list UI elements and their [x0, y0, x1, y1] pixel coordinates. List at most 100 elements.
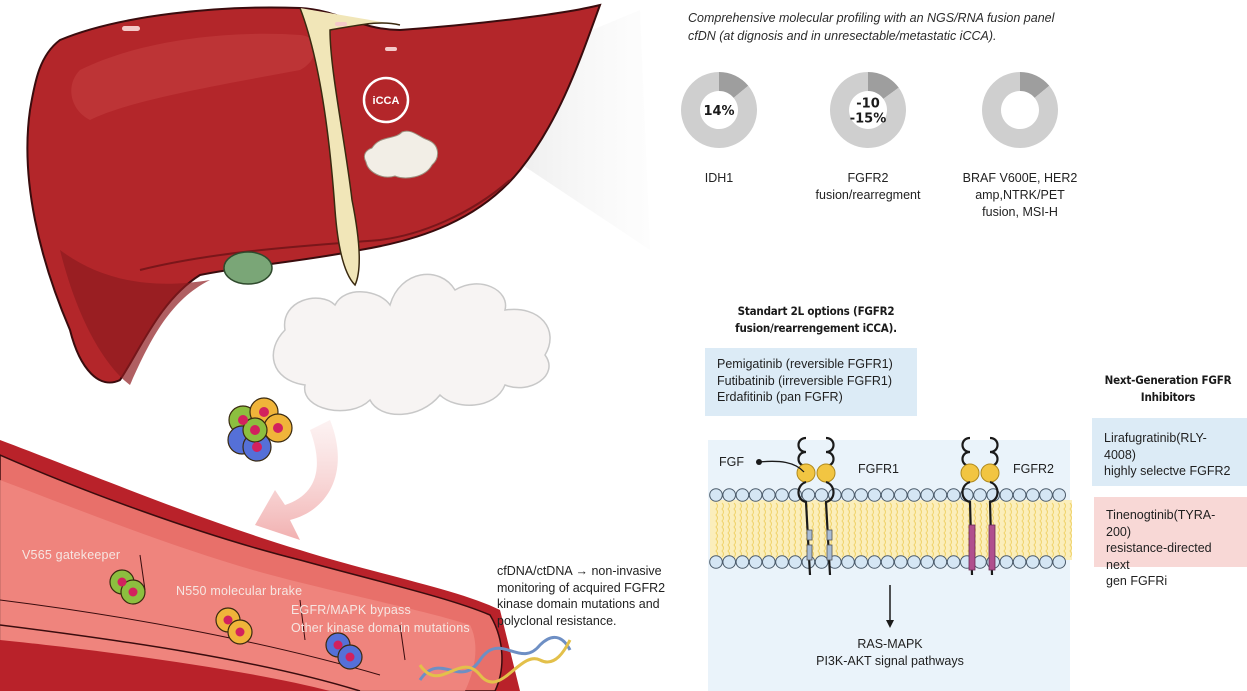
liver-illustration: iCCA: [26, 3, 602, 385]
donut-center-value: 14%: [703, 104, 734, 119]
phospholipid-head: [907, 488, 921, 502]
text-line: PI3K-AKT signal pathways: [816, 654, 964, 668]
lipid-tail: [835, 502, 838, 558]
donut-slice-highlight: [1020, 72, 1050, 98]
lipid-tail: [949, 502, 952, 558]
intro-text: Comprehensive molecular profiling with a…: [688, 11, 1055, 43]
lipid-tail: [1057, 502, 1060, 558]
phospholipid-head: [788, 555, 803, 569]
lipid-tail: [757, 502, 760, 558]
donut-center-value: -15%: [850, 112, 887, 127]
lipid-tail: [1003, 502, 1006, 558]
fgfr2-label: FGFR2: [1013, 462, 1054, 476]
lipid-tail: [889, 502, 892, 558]
falciform-ligament: [299, 7, 401, 287]
phospholipid-head: [801, 488, 816, 502]
phospholipid-head: [814, 555, 829, 569]
mutation-label-v565: V565 gatekeeper: [22, 548, 121, 562]
lipid-tail: [727, 502, 730, 558]
phospholipid-head: [894, 555, 908, 569]
donut-slice-rest: [830, 72, 906, 148]
lipid-tail: [865, 502, 868, 558]
donut-chart-fgfr2: -10-15%: [830, 72, 906, 148]
donut-idh1: 14% IDH1: [654, 70, 784, 187]
lipid-tail: [985, 502, 988, 558]
phospholipid-head: [854, 555, 869, 569]
donut-chart-braf-her2: [982, 72, 1058, 148]
phospholipid-head: [775, 488, 789, 502]
lipid-tail: [961, 502, 964, 558]
lipid-tail: [907, 502, 910, 558]
lipid-tail: [1063, 502, 1066, 558]
donut-fgfr2: -10-15% FGFR2 fusion/rearregment: [803, 70, 933, 204]
phospholipid-head: [880, 488, 895, 502]
donut-center-value: -10: [856, 97, 880, 112]
phospholipid-head: [867, 488, 882, 502]
text-line: Next-Generation FGFR: [1104, 373, 1232, 387]
phospholipid-head: [1026, 555, 1040, 569]
lipid-tail: [859, 502, 862, 558]
fgf-label: FGF: [719, 455, 744, 469]
lipid-tail: [925, 502, 928, 558]
phospholipid-head: [946, 555, 961, 569]
next-gen-drug2-box: Tinenogtinib(TYRA-200)resistance-directe…: [1094, 497, 1247, 588]
fgf-pointer-line: [758, 460, 805, 473]
lipid-tail: [733, 502, 736, 558]
phospholipid-head: [880, 555, 895, 569]
lipid-tail: [919, 502, 922, 558]
text-line: FGFR2: [847, 171, 889, 185]
text-line: IDH1: [704, 171, 734, 185]
lipid-tail: [1027, 502, 1030, 558]
lipid-tail: [781, 502, 784, 558]
phospholipid-head: [973, 555, 987, 569]
phospholipid-head: [709, 555, 723, 569]
phospholipid-head: [854, 488, 869, 502]
text-line: fusion, MSI-H: [982, 205, 1058, 219]
mutation-label-other-kinase: Other kinase domain mutations: [291, 621, 470, 635]
lipid-tail: [853, 502, 856, 558]
phospholipid-head: [775, 555, 789, 569]
phospholipid-head: [1039, 555, 1053, 569]
text-line: Tinenogtinib(TYRA-200): [1106, 508, 1216, 539]
icca-label: iCCA: [373, 95, 400, 107]
gallbladder: [223, 251, 273, 285]
dna-helix-icon: [418, 635, 572, 684]
phospholipid-head: [1052, 488, 1066, 502]
cell-membrane: [709, 488, 1072, 569]
text-line: Standart 2L options (FGFR2: [737, 304, 895, 318]
lipid-tail: [997, 502, 1000, 558]
spread-arrow: [255, 420, 338, 540]
donut-label-idh1: IDH1: [654, 170, 784, 187]
phospholipid-head: [762, 488, 776, 502]
mutation-label-egfr-mapk: EGFR/MAPK bypass: [291, 603, 411, 617]
text-line: fusion/rearregment: [815, 188, 921, 202]
phospholipid-head: [999, 488, 1014, 502]
lipid-tail: [793, 502, 796, 558]
donut-chart-idh1: 14%: [681, 72, 757, 148]
lipid-tail: [763, 502, 766, 558]
lipid-tail: [1021, 502, 1024, 558]
phospholipid-head: [748, 555, 763, 569]
lipid-tail: [1051, 502, 1054, 558]
fgfr1-receptor: [796, 436, 836, 576]
phospholipid-head: [841, 555, 855, 569]
phospholipid-head: [1026, 488, 1040, 502]
phospholipid-head: [722, 488, 737, 502]
donut-slice-rest: [982, 72, 1058, 148]
lipid-tail: [745, 502, 748, 558]
lipid-tail: [871, 502, 874, 558]
text-line: cfDNA/ctDNA → non-invasive: [497, 564, 662, 578]
phospholipid-head: [946, 488, 961, 502]
phospholipid-head: [894, 488, 908, 502]
phospholipid-head: [762, 555, 776, 569]
phospholipid-head: [999, 555, 1014, 569]
fgfr1-label: FGFR1: [858, 462, 899, 476]
phospholipid-head: [841, 488, 855, 502]
text-line: fusion/rearrengement iCCA).: [735, 321, 897, 335]
